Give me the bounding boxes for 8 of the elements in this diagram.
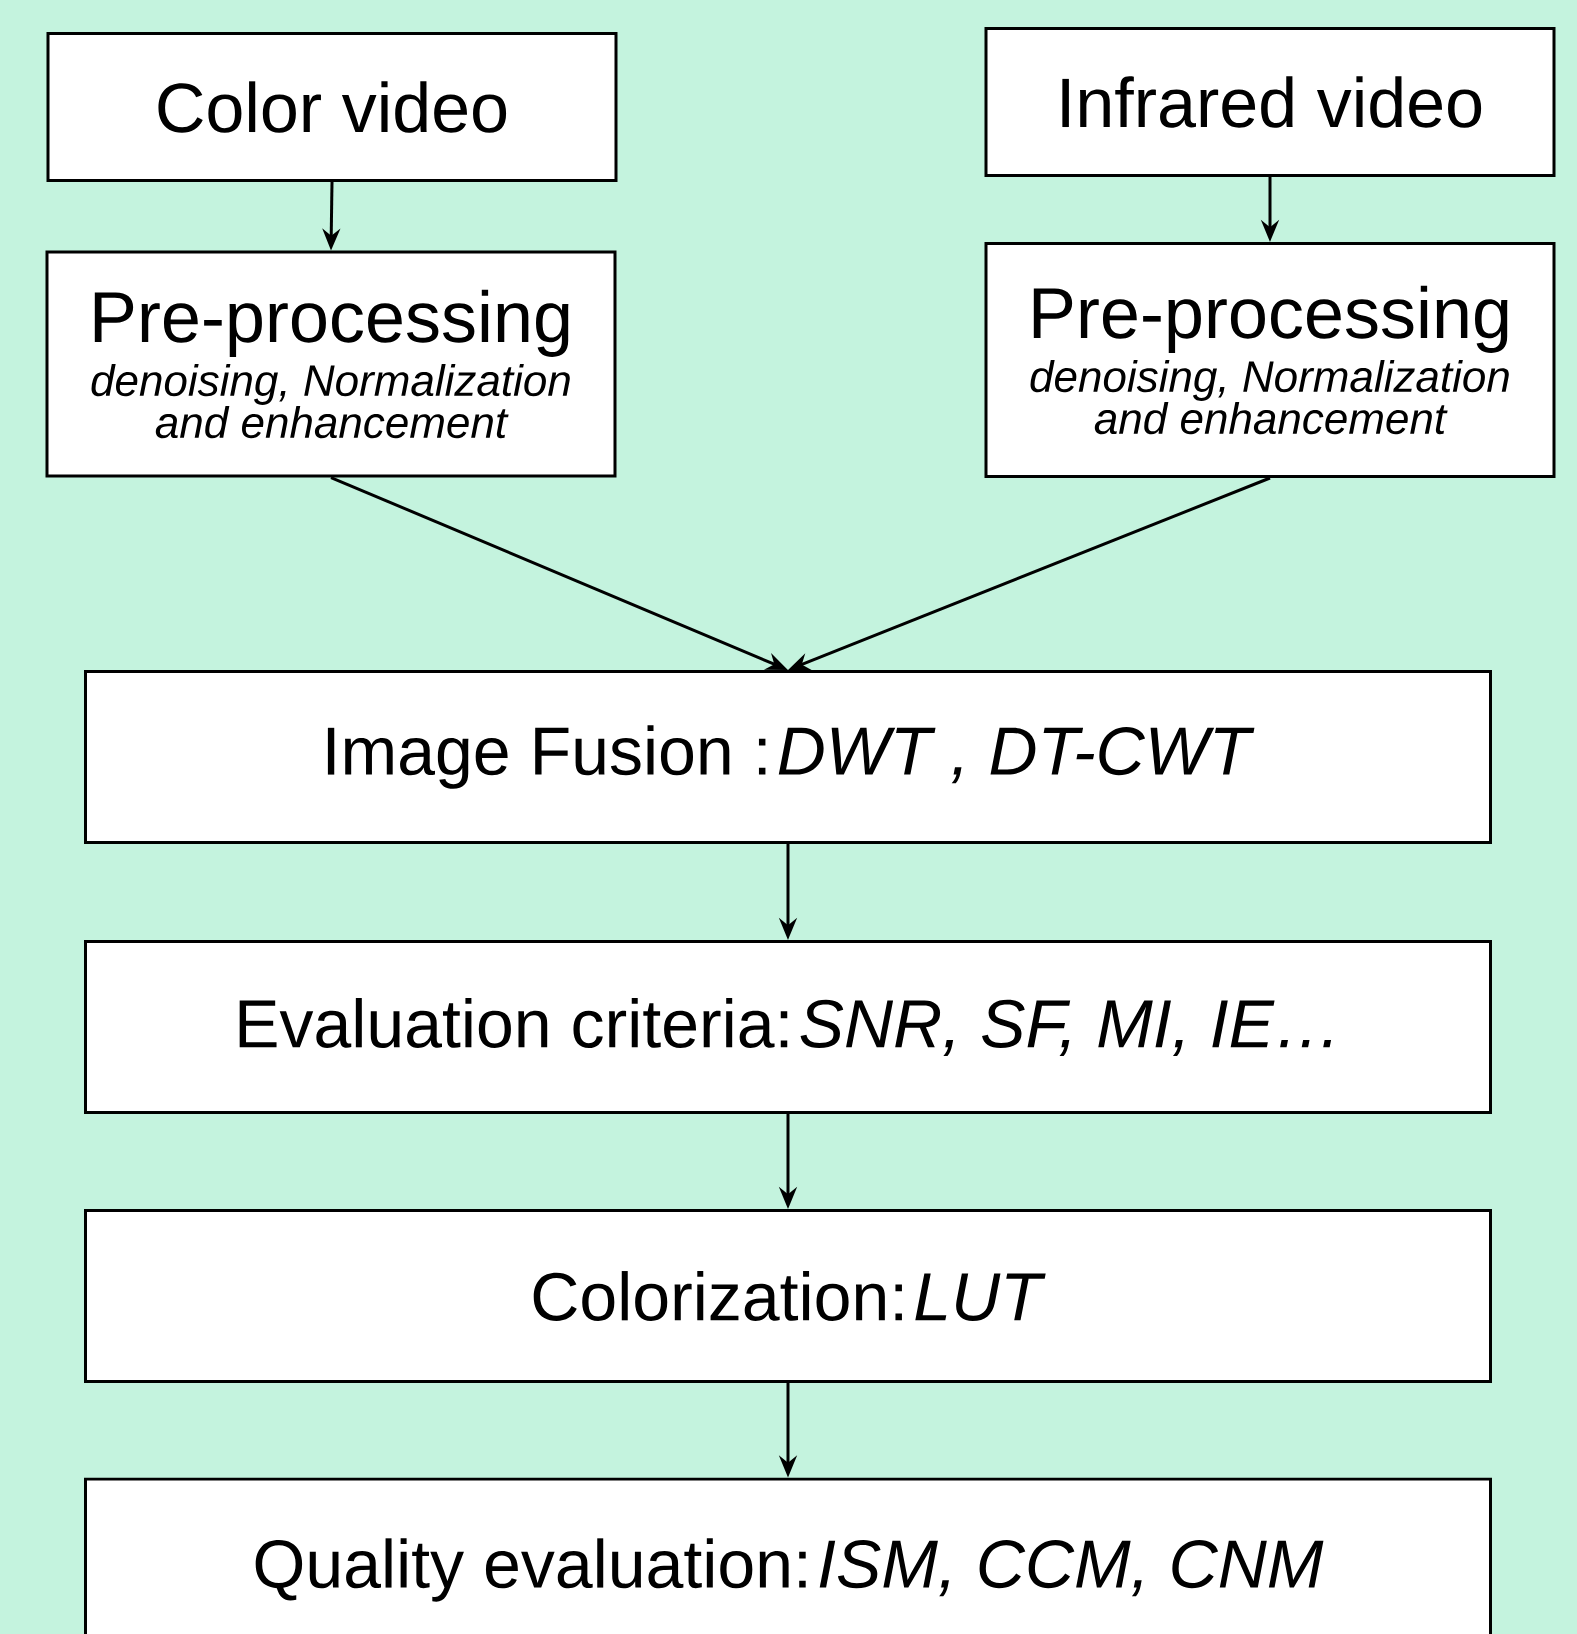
- process-box: Quality evaluation: ISM, CCM, CNM: [84, 1477, 1492, 1634]
- video-source-box: Infrared video: [984, 27, 1556, 177]
- process-box: Evaluation criteria: SNR, SF, MI, IE…: [84, 940, 1492, 1114]
- process-box: Image Fusion : DWT , DT-CWT: [84, 670, 1492, 844]
- process-box: Colorization: LUT: [84, 1209, 1492, 1383]
- video-source-box: Color video: [46, 32, 618, 182]
- process-box: Pre-processing denoising, Normalization and enhancement: [984, 242, 1556, 478]
- process-box: Pre-processing denoising, Normalization and enhancement: [45, 250, 617, 478]
